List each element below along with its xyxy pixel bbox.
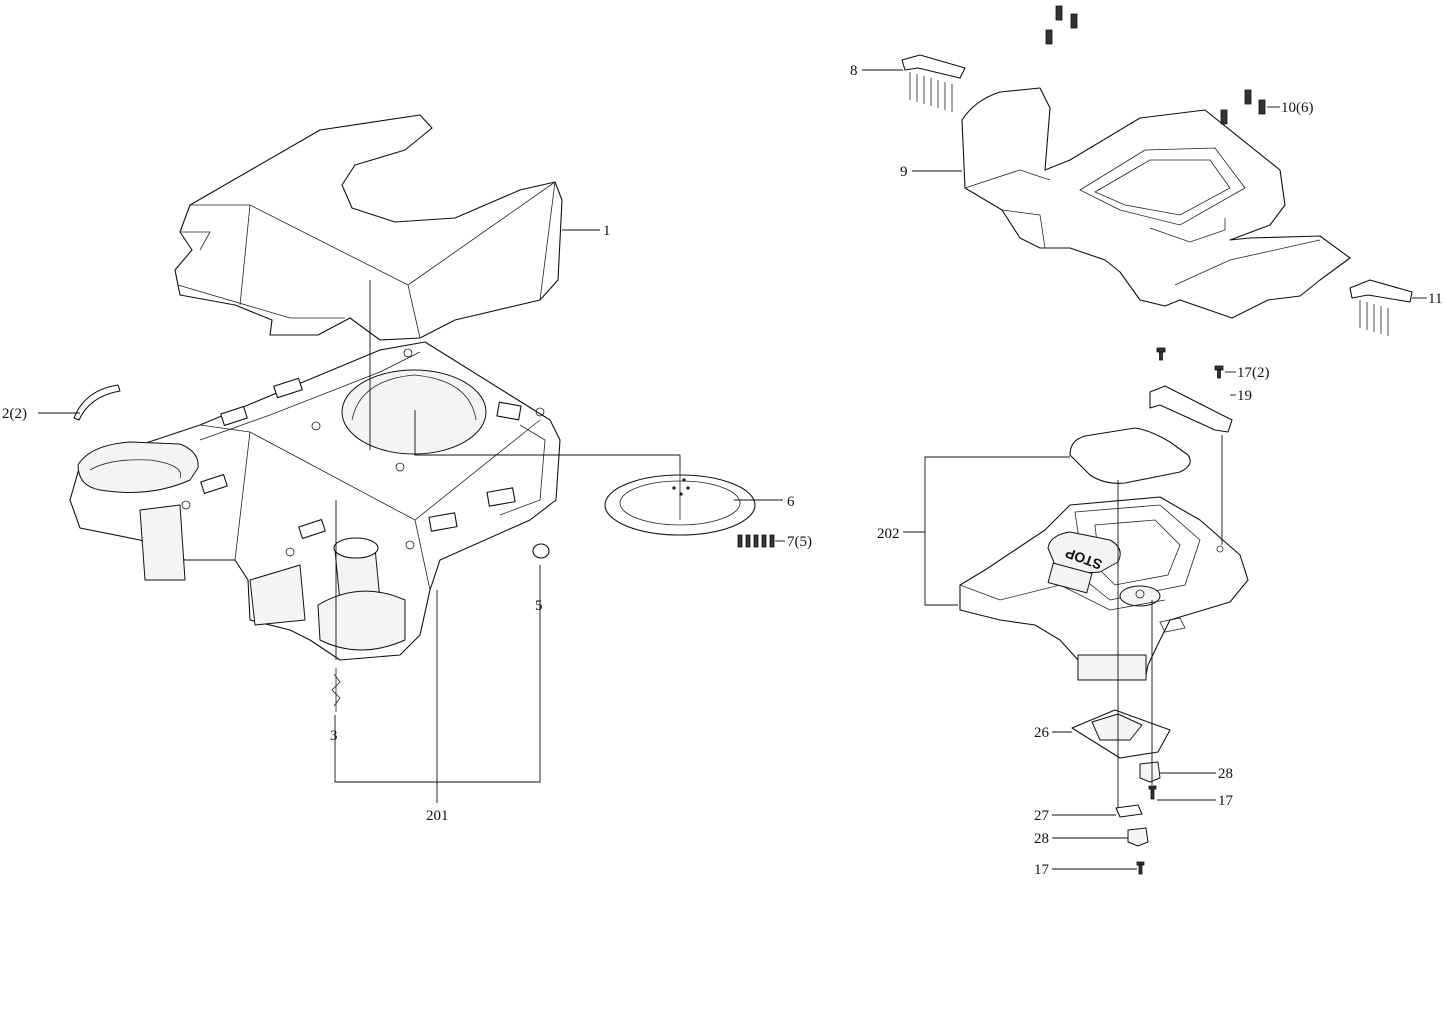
rear-cover-part-9 — [961, 87, 1351, 319]
bristle-bracket-part-11 — [1349, 279, 1413, 336]
callout-26: 26 — [1034, 725, 1050, 741]
gasket — [1069, 427, 1191, 484]
callout-1: 1 — [603, 223, 611, 239]
left-leader-lines — [38, 229, 785, 803]
callout-28-upper: 28 — [1218, 766, 1233, 782]
screws-part-7 — [737, 534, 775, 548]
callout-9: 9 — [900, 164, 908, 180]
bristle-bracket-part-8 — [901, 54, 966, 112]
small-plate-part-27 — [1115, 804, 1143, 818]
screws-part-17-lower — [1136, 785, 1157, 875]
callout-17-mid: 17 — [1218, 793, 1234, 809]
bottom-plate-part-26 — [1071, 709, 1171, 759]
clip-part-28-lower — [1127, 827, 1149, 847]
round-plate-part-6 — [604, 470, 756, 536]
callout-6: 6 — [787, 494, 795, 510]
callout-28-lower: 28 — [1034, 831, 1049, 847]
callout-201: 201 — [426, 808, 449, 824]
callout-17-top: 17(2) — [1237, 365, 1270, 381]
screws-part-17-top — [1156, 347, 1224, 379]
callout-17-bottom: 17 — [1034, 862, 1050, 878]
right-lower-leader-lines — [903, 371, 1236, 870]
right-top-leader-lines — [862, 69, 1427, 299]
callout-202: 202 — [877, 526, 900, 542]
top-cover-part-1 — [174, 114, 563, 341]
control-housing-part-202: STOP — [959, 496, 1249, 681]
callout-10: 10(6) — [1281, 100, 1314, 116]
callout-8: 8 — [850, 63, 858, 79]
clip-part-28-upper — [1139, 761, 1161, 783]
rail-bracket-part-19 — [1149, 385, 1233, 433]
callout-7: 7(5) — [787, 534, 812, 550]
arc-strip-part-2 — [73, 384, 121, 421]
wire-clip-part-3 — [331, 668, 341, 712]
screws-part-10 — [1045, 5, 1266, 125]
callout-3: 3 — [330, 728, 338, 744]
callout-2: 2(2) — [2, 406, 27, 422]
callout-11: 11 — [1428, 291, 1442, 307]
callout-19: 19 — [1237, 388, 1252, 404]
plug-part-5 — [532, 543, 550, 559]
base-chassis-part-201 — [69, 341, 561, 661]
callout-5: 5 — [535, 598, 543, 614]
callout-27: 27 — [1034, 808, 1050, 824]
